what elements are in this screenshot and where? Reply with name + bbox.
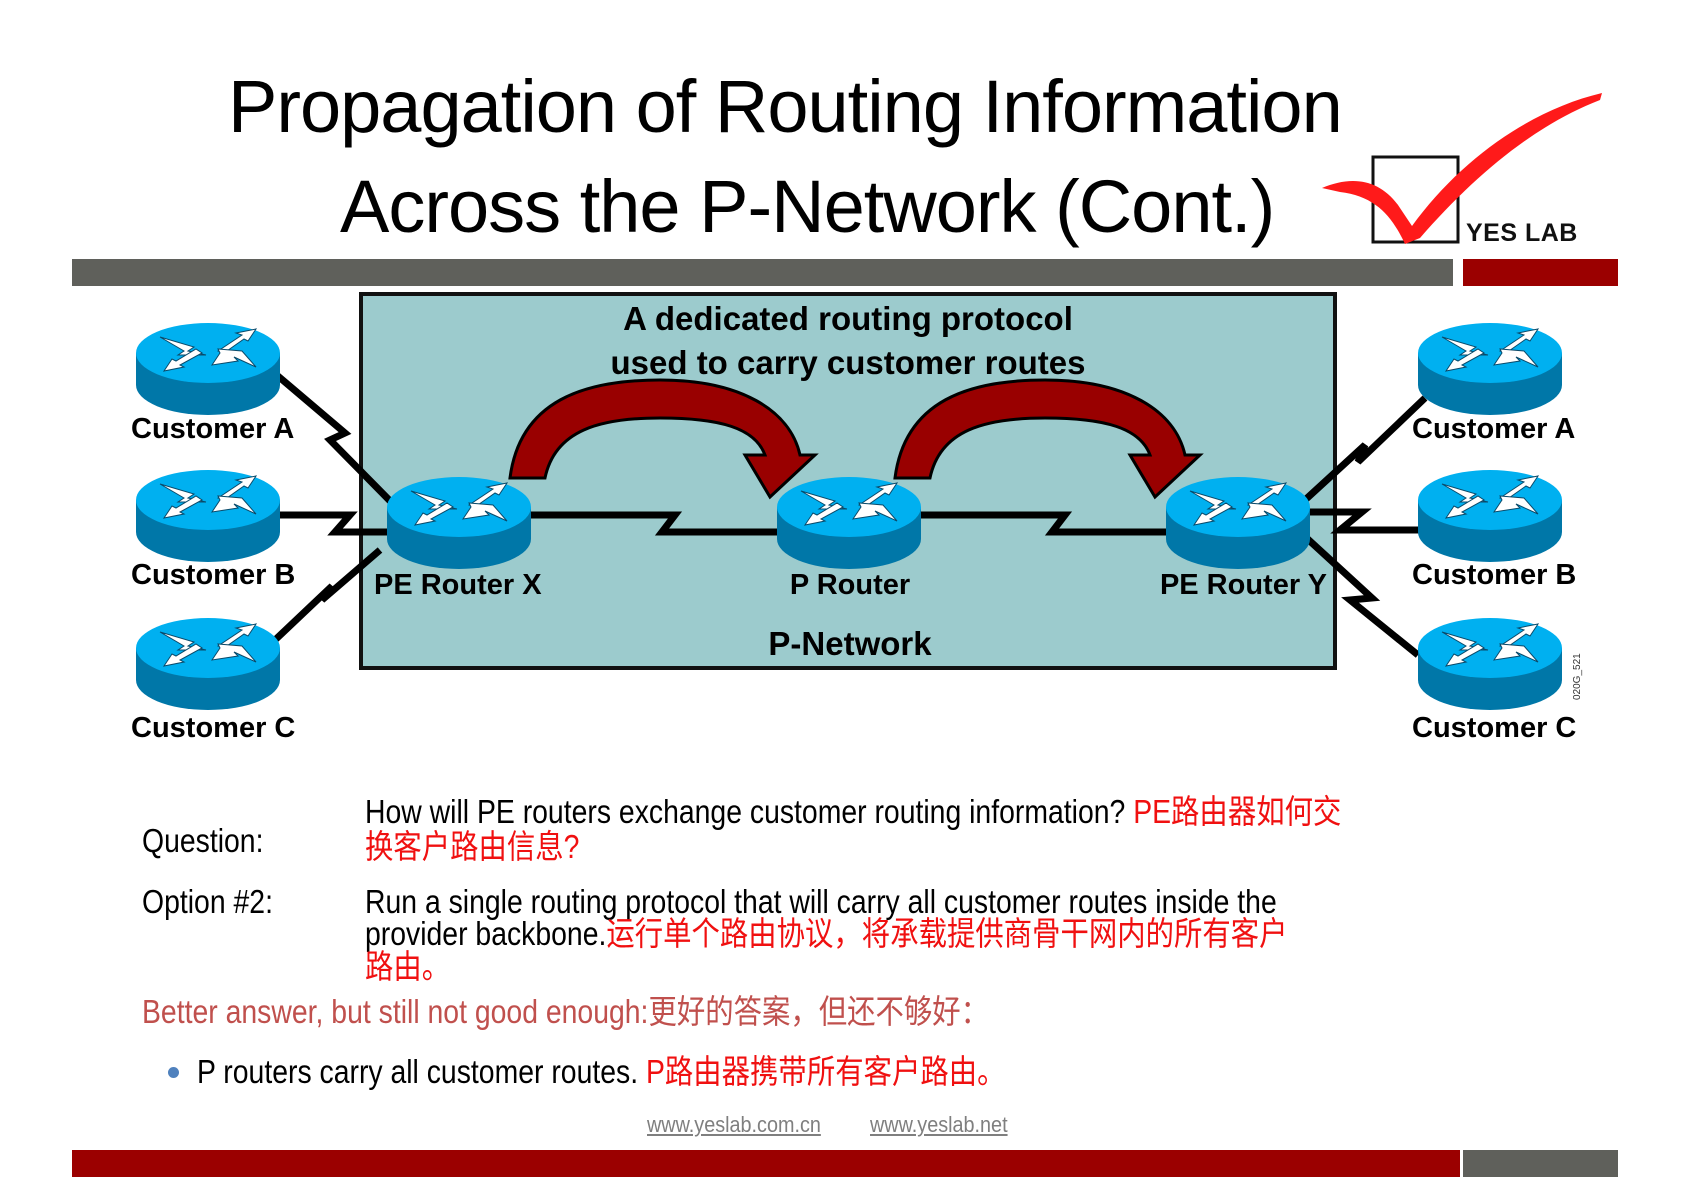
route-arrow-2 xyxy=(893,378,1204,500)
router-icon-customer-c-left xyxy=(135,617,281,711)
label-customer-b-left: Customer B xyxy=(131,559,295,591)
slide-title-line1: Propagation of Routing Information xyxy=(228,65,1343,148)
router-icon-customer-b-right xyxy=(1417,469,1563,563)
link-customer-c-pe-x xyxy=(272,547,383,643)
link-pe-x-p xyxy=(530,511,780,536)
route-arrow-1 xyxy=(508,378,819,500)
link-pe-y-customer-b xyxy=(1300,508,1420,534)
footer-bar-gray xyxy=(1463,1150,1618,1177)
logo-text: YES LAB xyxy=(1466,219,1578,247)
link-pe-y-customer-a xyxy=(1302,395,1428,503)
bullet-cn: P路由器携带所有客户路由。 xyxy=(645,1053,1006,1090)
option-line2-en: provider backbone. xyxy=(365,915,607,952)
router-icon-pe-y xyxy=(1165,476,1311,570)
label-customer-a-right: Customer A xyxy=(1412,413,1575,445)
network-diagram: A dedicated routing protocol used to car… xyxy=(131,292,1583,744)
router-icon-customer-a-right xyxy=(1417,322,1563,416)
router-icon-customer-a-left xyxy=(135,322,281,416)
link-p-pe-y xyxy=(920,511,1170,536)
bullet-text: P routers carry all customer routes. P路由… xyxy=(197,1055,1005,1088)
label-customer-c-right: Customer C xyxy=(1412,712,1576,744)
link-customer-b-pe-x xyxy=(275,511,420,536)
left-links xyxy=(269,368,420,643)
footer-bar-red xyxy=(72,1150,1460,1177)
verdict-text: Better answer, but still not good enough… xyxy=(142,995,989,1028)
router-icon-p xyxy=(776,476,922,570)
yeslab-logo xyxy=(1322,93,1602,244)
question-label: Question: xyxy=(142,822,264,859)
bullet-icon xyxy=(168,1067,179,1078)
router-icon-pe-x xyxy=(386,476,532,570)
header-bar-red xyxy=(1463,259,1618,286)
label-customer-b-right: Customer B xyxy=(1412,559,1576,591)
footer-link-yeslab-com-cn[interactable]: www.yeslab.com.cn xyxy=(647,1112,821,1137)
verdict-cn: 更好的答案，但还不够好： xyxy=(648,993,990,1030)
label-customer-a-left: Customer A xyxy=(131,413,294,445)
label-p-network: P-Network xyxy=(768,625,932,662)
link-customer-a-pe-x xyxy=(269,368,398,509)
option-line2: provider backbone.运行单个路由协议，将承载提供商骨干网内的所有… xyxy=(365,917,1288,950)
bullet-en: P routers carry all customer routes. xyxy=(197,1053,646,1090)
backbone-links xyxy=(530,511,1170,536)
right-links xyxy=(1297,395,1428,658)
label-p-router: P Router xyxy=(790,569,910,601)
question-text-cn-1: PE路由器如何交 xyxy=(1133,793,1342,830)
figure-id: 020G_521 xyxy=(1572,653,1583,700)
header-bar-gray xyxy=(72,259,1453,286)
caption-line2: used to carry customer routes xyxy=(611,344,1086,381)
question-text-en: How will PE routers exchange customer ro… xyxy=(365,793,1126,830)
caption-line1: A dedicated routing protocol xyxy=(623,300,1073,337)
router-icon-customer-c-right xyxy=(1417,617,1563,711)
option-line3-cn: 路由。 xyxy=(365,948,451,985)
footer-link-yeslab-net[interactable]: www.yeslab.net xyxy=(870,1112,1008,1137)
question-text: How will PE routers exchange customer ro… xyxy=(365,795,1341,828)
link-pe-y-customer-c xyxy=(1297,529,1421,658)
logo-checkmark-icon xyxy=(1322,93,1602,244)
slide-title-line2: Across the P-Network (Cont.) xyxy=(340,165,1275,248)
option-line2-cn: 运行单个路由协议，将承载提供商骨干网内的所有客户 xyxy=(606,915,1288,952)
label-customer-c-left: Customer C xyxy=(131,712,295,744)
verdict-en: Better answer, but still not good enough… xyxy=(142,993,649,1030)
label-pe-router-x: PE Router X xyxy=(374,569,542,601)
option-label: Option #2: xyxy=(142,883,273,920)
option-line1: Run a single routing protocol that will … xyxy=(365,883,1277,920)
router-icon-customer-b-left xyxy=(135,469,281,563)
label-pe-router-y: PE Router Y xyxy=(1160,569,1327,601)
question-text-cn-2: 换客户路由信息? xyxy=(365,828,580,865)
